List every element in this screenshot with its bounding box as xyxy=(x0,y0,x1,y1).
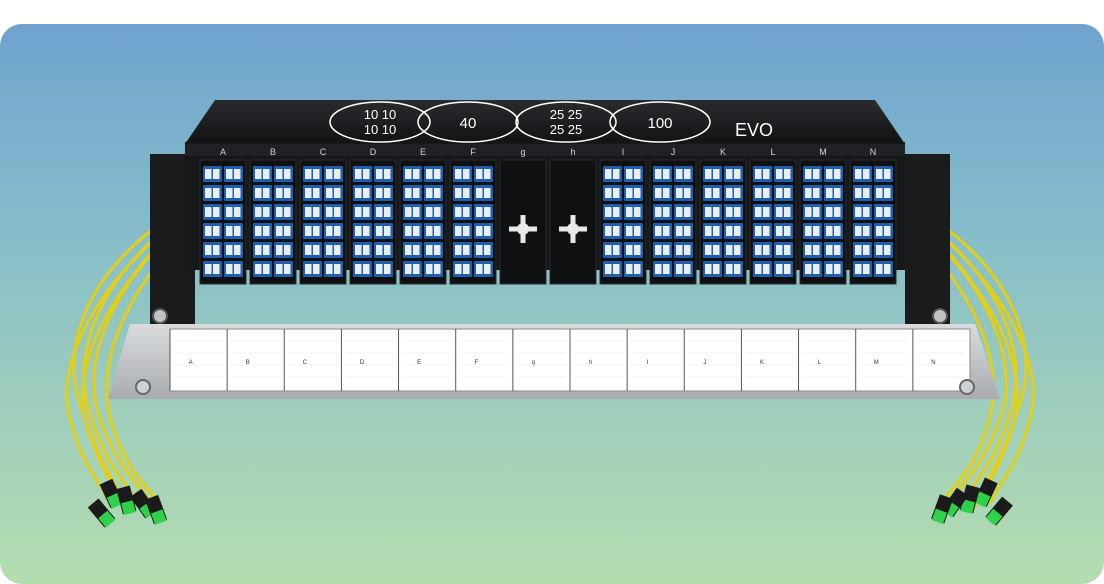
port-label: I xyxy=(622,147,625,157)
badge-line-2: 25 25 xyxy=(550,122,583,137)
tray-card: C xyxy=(283,329,338,391)
label-tray xyxy=(108,324,1000,399)
tray-card-label: E xyxy=(417,360,421,366)
port-module-g: g xyxy=(499,147,547,285)
tray-card: I xyxy=(626,329,681,391)
port-label: L xyxy=(770,147,775,157)
tray-card-label: M xyxy=(874,360,879,366)
tray-card-label: h xyxy=(589,360,592,366)
tray-card: K xyxy=(740,329,795,391)
tray-card-label: K xyxy=(760,360,764,366)
tray-card: N xyxy=(912,329,966,391)
port-label: h xyxy=(570,147,575,157)
evo-logo: EVO xyxy=(735,120,773,140)
tray-card-label: B xyxy=(246,360,250,366)
tray-card-label: C xyxy=(303,360,308,366)
port-label: B xyxy=(270,147,276,157)
tray-card-label: L xyxy=(817,360,821,366)
port-module-f: F xyxy=(449,147,497,285)
port-module-h: h xyxy=(549,147,597,285)
tray-card: J xyxy=(683,329,738,391)
badge-line-1: 25 25 xyxy=(550,107,583,122)
port-label: J xyxy=(671,147,676,157)
tray-card: E xyxy=(398,329,452,391)
badge-line-2: 10 10 xyxy=(364,122,397,137)
port-module-k: K xyxy=(699,147,747,285)
port-module-a: A xyxy=(199,147,247,285)
tray-card: g xyxy=(512,329,566,391)
tray-card: L xyxy=(798,329,852,391)
tray-card: h xyxy=(569,329,624,391)
port-module-l: L xyxy=(749,147,797,285)
tray-card-label: N xyxy=(931,360,935,366)
tray-card: A xyxy=(169,329,224,391)
port-label: D xyxy=(370,147,377,157)
tray-card: F xyxy=(455,329,509,391)
badge-line-1: 10 10 xyxy=(364,107,397,122)
port-label: A xyxy=(220,147,226,157)
tray-card-label: F xyxy=(474,360,478,366)
port-module-i: I xyxy=(599,147,647,285)
port-module-c: C xyxy=(299,147,347,285)
port-label: M xyxy=(819,147,827,157)
tray-card-label: J xyxy=(703,360,706,366)
speed-badge: 100 xyxy=(609,101,711,143)
port-label: C xyxy=(320,147,327,157)
port-module-n: N xyxy=(849,147,897,285)
port-label: F xyxy=(470,147,476,157)
badge-line-1: 100 xyxy=(647,115,672,132)
port-module-j: J xyxy=(649,147,697,285)
badge-line-1: 40 xyxy=(460,115,477,132)
tray-card-label: D xyxy=(360,360,365,366)
port-label: g xyxy=(520,147,525,157)
port-label: K xyxy=(720,147,726,157)
port-module-e: E xyxy=(399,147,447,285)
tray-card-label: I xyxy=(647,360,649,366)
mpo-connectors-right xyxy=(931,477,1013,526)
tray-card: M xyxy=(855,329,909,391)
port-module-b: B xyxy=(249,147,297,285)
mounting-brackets xyxy=(150,154,950,324)
tray-card: B xyxy=(226,329,281,391)
speed-badge: 40 xyxy=(417,101,519,143)
port-module-m: M xyxy=(799,147,847,285)
fiber-harness-left xyxy=(65,222,177,513)
mpo-connectors-left xyxy=(87,478,168,528)
tray-card-label: A xyxy=(189,360,193,366)
tray-card: D xyxy=(340,329,395,391)
port-label: E xyxy=(420,147,426,157)
port-label: N xyxy=(870,147,877,157)
tray-card-label: g xyxy=(532,360,535,366)
port-module-d: D xyxy=(349,147,397,285)
